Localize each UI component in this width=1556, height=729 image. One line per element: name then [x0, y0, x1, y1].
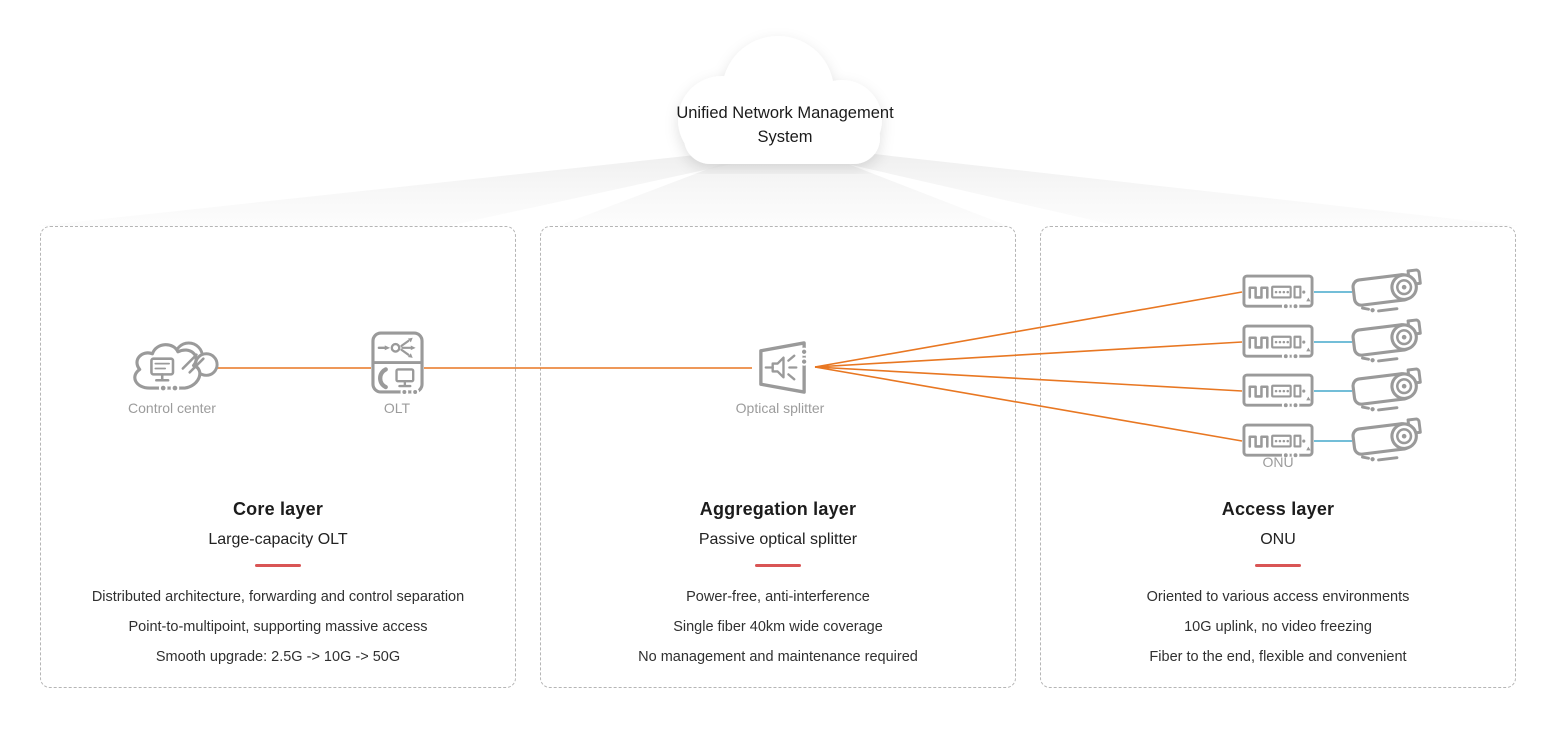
aggregation-feature-1: Power-free, anti-interference — [686, 589, 870, 605]
access-feature-3: Fiber to the end, flexible and convenien… — [1149, 649, 1407, 665]
onu-icon — [1242, 324, 1314, 361]
access-layer-subtitle: ONU — [1260, 531, 1296, 548]
access-feature-1: Oriented to various access environments — [1146, 589, 1410, 605]
aggregation-feature-2: Single fiber 40km wide coverage — [673, 619, 883, 635]
core-feature-3: Smooth upgrade: 2.5G -> 10G -> 50G — [155, 649, 401, 665]
aggregation-layer-title: Aggregation layer — [699, 499, 857, 519]
red-divider — [255, 564, 301, 567]
access-layer-title: Access layer — [1221, 499, 1335, 519]
onu-icon — [1242, 423, 1314, 460]
onu-label: ONU — [1262, 454, 1294, 470]
aggregation-feature-3: No management and maintenance required — [638, 649, 918, 665]
access-feature-2: 10G uplink, no video freezing — [1184, 619, 1372, 635]
control-center-label: Control center — [128, 400, 216, 416]
access-layer-panel: Access layer ONU Oriented to various acc… — [1040, 226, 1516, 688]
onu-icon — [1242, 373, 1314, 410]
olt-label: OLT — [383, 400, 411, 416]
core-feature-2: Point-to-multipoint, supporting massive … — [128, 619, 428, 635]
optical-splitter-label: Optical splitter — [735, 400, 825, 416]
aggregation-layer-panel: Aggregation layer Passive optical splitt… — [540, 226, 1016, 688]
camera-icon — [1351, 417, 1422, 462]
red-divider — [1255, 564, 1301, 567]
control-center-icon — [133, 341, 219, 393]
onu-icon — [1242, 274, 1314, 311]
core-layer-title: Core layer — [232, 499, 324, 519]
camera-icon — [1351, 318, 1422, 363]
aggregation-layer-subtitle: Passive optical splitter — [698, 531, 858, 548]
core-feature-1: Distributed architecture, forwarding and… — [91, 589, 465, 605]
white-cloud-icon — [678, 36, 882, 164]
olt-icon — [371, 331, 424, 396]
core-layer-panel: Core layer Large-capacity OLT Distribute… — [40, 226, 516, 688]
camera-icon — [1351, 268, 1422, 313]
red-divider — [755, 564, 801, 567]
cloud-title: Unified Network Management System — [676, 104, 894, 146]
camera-icon — [1351, 367, 1422, 412]
optical-splitter-icon — [759, 341, 809, 394]
core-layer-subtitle: Large-capacity OLT — [208, 531, 348, 548]
